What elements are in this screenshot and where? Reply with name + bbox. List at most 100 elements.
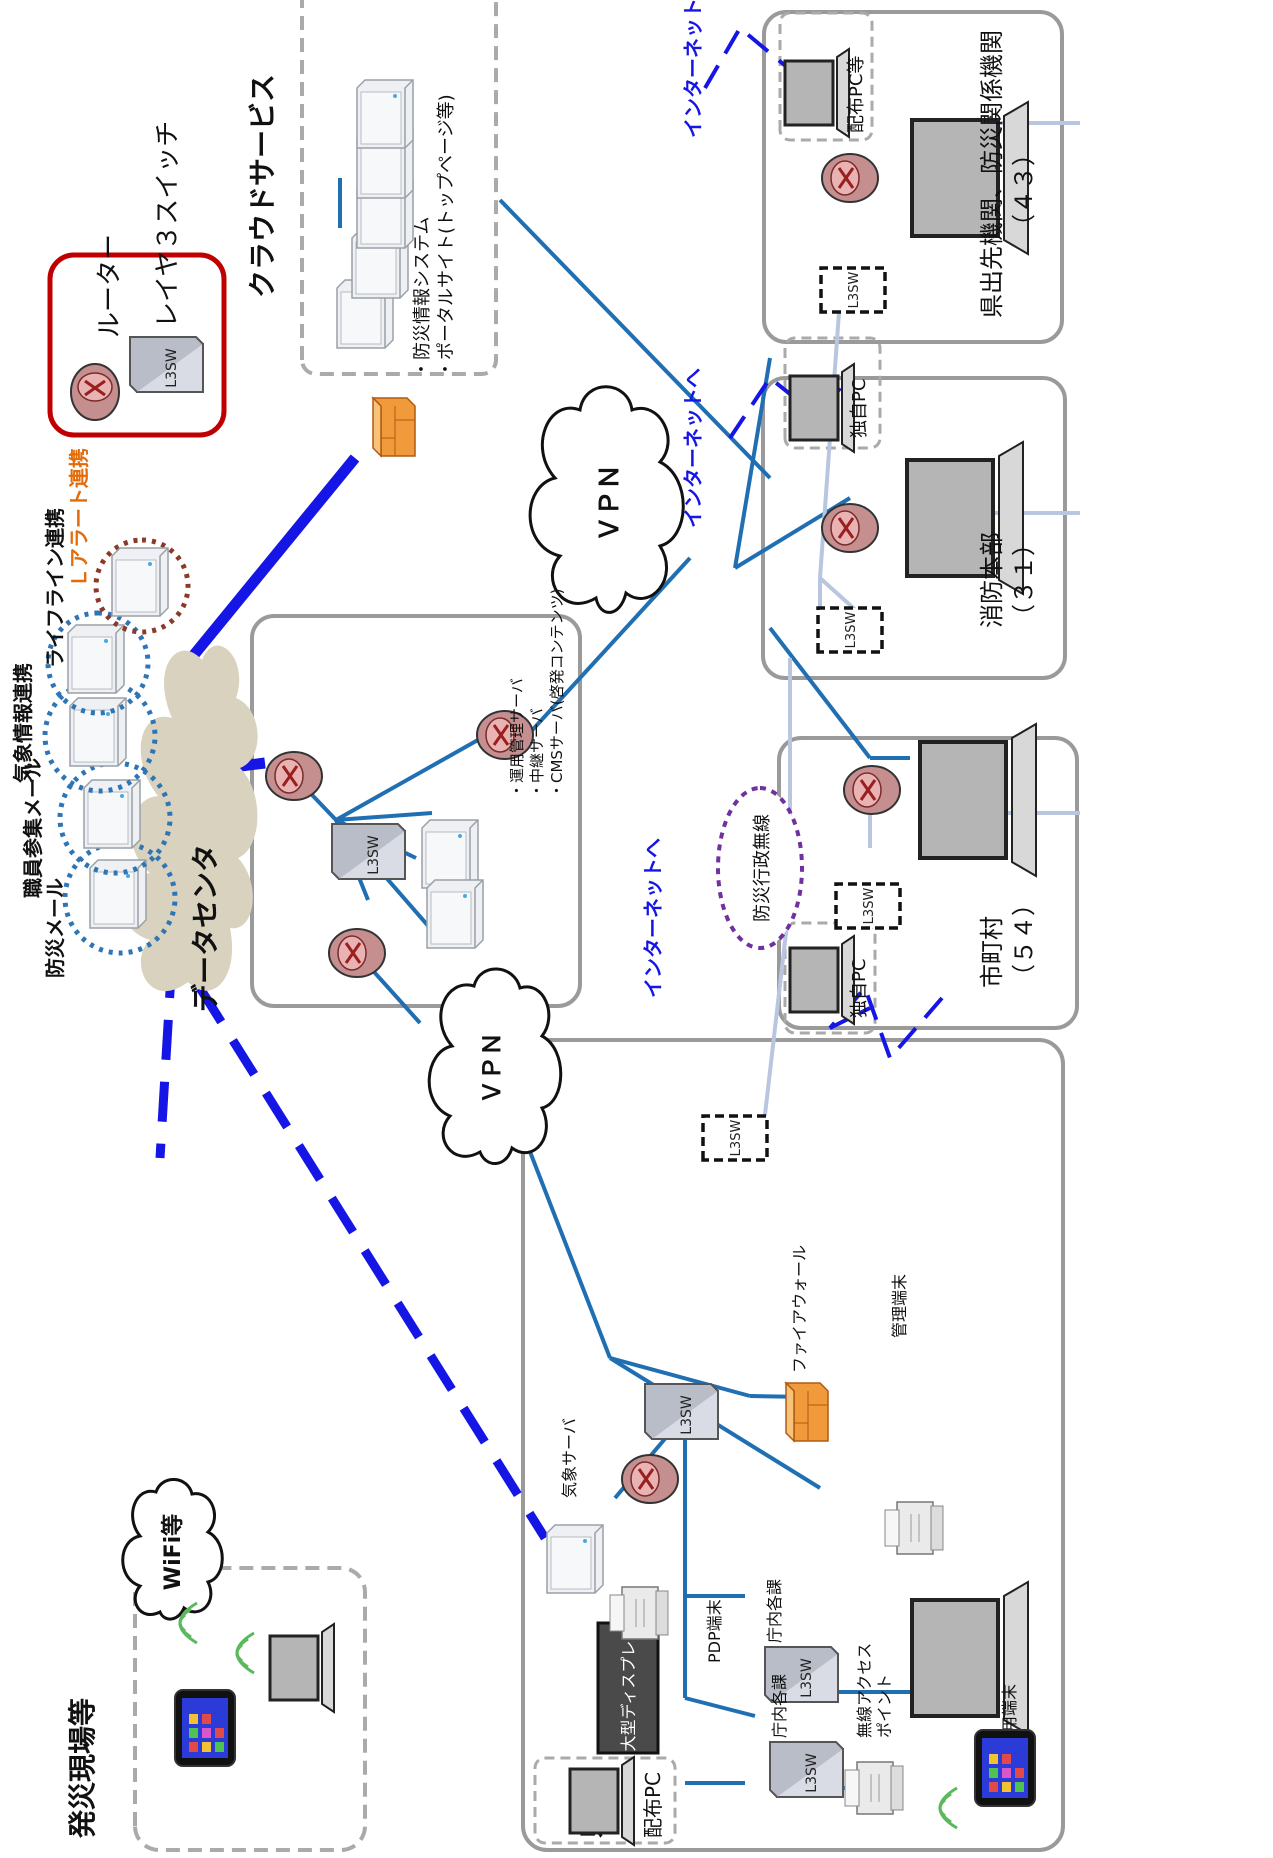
dept-label-1: 庁内各課 [765, 1579, 784, 1643]
internet-label-3: インターネットへ [681, 0, 705, 138]
server-icon [426, 879, 484, 949]
pc-icon [918, 722, 1038, 878]
router-icon [620, 1453, 680, 1505]
disaster-radio: 防災行政無線 [716, 786, 804, 950]
datacenter-server-2: ・中継サーバ [528, 708, 546, 798]
large-display-label: 大型ディスプレイ [619, 1625, 638, 1752]
service-label-weather: 気象情報連携 [11, 663, 35, 783]
firewall-icon [372, 397, 416, 457]
fire-count: （３１） [1010, 532, 1038, 628]
fire-pc-box [783, 336, 882, 450]
firewall-icon [785, 1382, 829, 1442]
server-icon [67, 624, 125, 694]
datacenter-server-1: ・運用管理サーバ [508, 678, 526, 798]
datacenter-server-3: ・CMSサーバ(啓発コンテンツ) [548, 589, 566, 799]
legend: ルーター レイヤ３スイッチ [69, 121, 204, 422]
cloud-service-item-2: ・ポータルサイト(トップページ等) [436, 94, 457, 378]
firewall-label: ファイアウォール [790, 1245, 809, 1373]
vpn-cloud-upper: ＶＰＮ [528, 385, 685, 614]
wireless-ap-label-1: 無線アクセス [855, 1643, 874, 1738]
pdp-terminal-icon [609, 1586, 669, 1640]
cloud-service: クラウドサービス ・防災情報システム ・ポータルサイト(トップページ等) [246, 74, 457, 457]
server-icon [356, 79, 414, 149]
pref-offices: 配布PC等 県出先機関、防災関係機関 （４３） [783, 30, 1038, 318]
datacenter-title: データセンタ [189, 844, 222, 1012]
pref-offices-box [762, 10, 1064, 344]
disaster-radio-label: 防災行政無線 [752, 814, 773, 922]
datacenter: データセンタ ・運用管理サーバ ・中継サーバ ・CMSサーバ(啓発コンテンツ) [189, 589, 566, 1013]
router-icon [820, 502, 880, 554]
municipalities: 独自PC 市町村 （５４） [788, 722, 1038, 1026]
cloud-service-title: クラウドサービス [246, 74, 279, 298]
fire-dept-box [761, 376, 1067, 680]
disaster-site-title: 発災現場等 [66, 1698, 99, 1839]
cloud-service-box [300, 0, 498, 376]
wifi-cloud: WiFi等 [121, 1478, 224, 1621]
service-label-lifeline: ライフライン連携 [43, 508, 67, 668]
fire-pc-label: 独自PC [849, 379, 870, 438]
router-icon [264, 750, 324, 802]
l3sw-icon [701, 1114, 769, 1162]
dept-label-2: 庁内各課 [770, 1674, 789, 1738]
weather-server-icon [546, 1524, 604, 1594]
wifi-label: WiFi等 [160, 1514, 186, 1590]
server-icon [111, 547, 169, 617]
weather-server-label: 気象サーバ [560, 1418, 579, 1498]
router-icon [842, 764, 902, 816]
pref-office-title: 県出先機関、防災関係機関 [978, 30, 1006, 318]
legend-box [47, 252, 227, 438]
tablet-icon [174, 1689, 236, 1767]
vpn-cloud-lower: ＶＰＮ [427, 967, 563, 1165]
pref-pc-box [533, 1756, 677, 1845]
legend-router-label: ルーター [95, 234, 125, 338]
server-icon [421, 819, 479, 889]
internet-label-1: インターネットへ [641, 838, 665, 998]
dashed-thick-links [155, 957, 549, 1541]
service-label-l-alert: Ｌアラート連携 [67, 448, 91, 588]
l3sw-icon [834, 882, 902, 930]
l3sw-icon [644, 1383, 719, 1440]
pc-icon [568, 1755, 636, 1847]
pc-icon [268, 1622, 336, 1714]
fire-dept: 独自PC 消防本部 （３１） [788, 362, 1038, 654]
prefecture-box [521, 1038, 1065, 1852]
service-label-staff-mail: 職員参集メール [21, 758, 45, 898]
cloud-service-item-1: ・防災情報システム [412, 217, 433, 378]
datacenter-box [250, 614, 582, 1008]
muni-title: 市町村 [978, 916, 1006, 988]
pref-office-pc-label: 配布PC等 [846, 56, 867, 133]
prefecture: 県庁 配布PC 大型ディスプレイ PDP端末 気象サーバ ファイアウォール 管理… [546, 1114, 1036, 1847]
server-icon [69, 697, 127, 767]
disaster-site: 発災現場等 [66, 1601, 336, 1839]
wireless-ap-label-2: ポイント [875, 1674, 894, 1738]
wireless-signal-icon [938, 1786, 959, 1830]
pref-office-pc-box [778, 11, 874, 142]
l3sw-icon [816, 606, 884, 654]
l3sw-icon [769, 1741, 844, 1798]
pc-icon [783, 47, 851, 139]
management-terminal-icon [884, 1501, 944, 1555]
wireless-ap-icon [844, 1761, 904, 1815]
pc-icon [788, 362, 856, 454]
legend-l3sw-icon [129, 336, 204, 393]
fire-title: 消防本部 [978, 532, 1006, 628]
internet-label-2: インターネットへ [681, 368, 705, 528]
pdp-terminal-label: PDP端末 [705, 1599, 724, 1663]
service-label-bosai-mail: 防災メール [43, 878, 67, 978]
pref-office-count: （４３） [1010, 142, 1038, 238]
wireless-signal-icon [235, 1631, 256, 1675]
muni-count: （５４） [1010, 892, 1038, 988]
muni-pc-label: 独自PC [849, 959, 870, 1018]
prefecture-pc-label: 配布PC [641, 1772, 665, 1838]
tablet-icon [974, 1729, 1036, 1807]
router-icon [327, 927, 387, 979]
l3sw-icon [331, 823, 406, 880]
internet-services: 防災メール 職員参集メール 気象情報連携 ライフライン連携 Ｌアラート連携 [11, 448, 191, 978]
management-terminal-label: 管理端末 [890, 1274, 909, 1338]
l3sw-icon [819, 266, 887, 314]
legend-l3sw-label: レイヤ３スイッチ [153, 121, 183, 328]
vpn-label-upper: ＶＰＮ [595, 464, 625, 542]
pc-icon [788, 934, 856, 1026]
vpn-label-lower: ＶＰＮ [478, 1032, 506, 1104]
